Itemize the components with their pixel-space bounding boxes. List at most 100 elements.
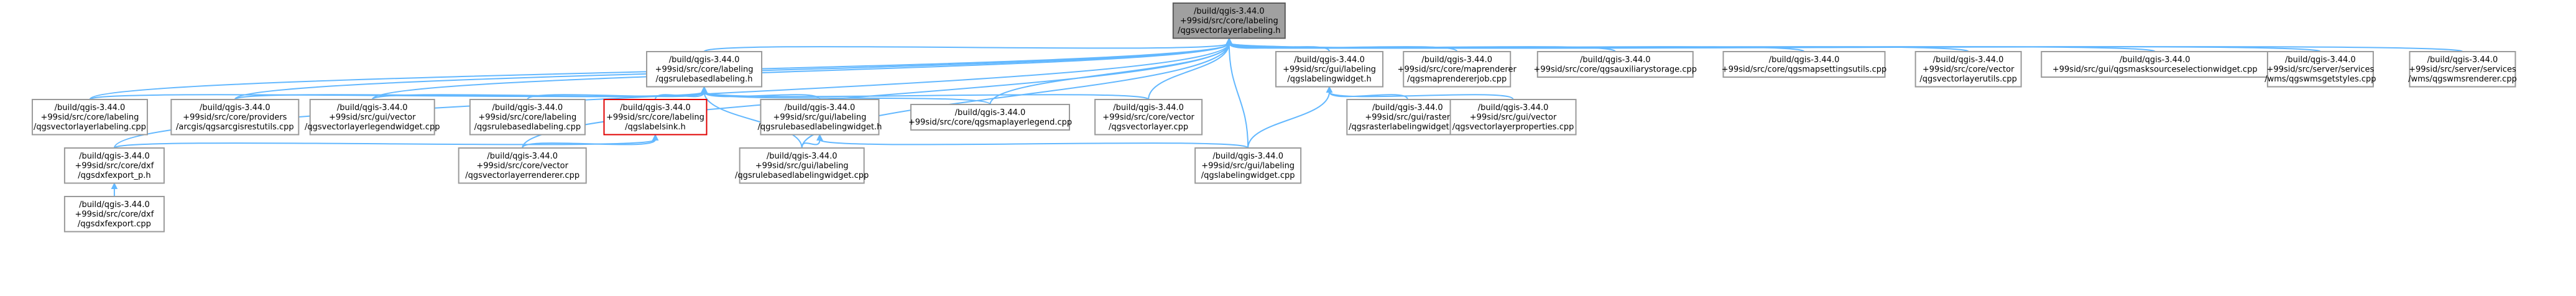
node-wmsrenderer[interactable]: /build/qgis-3.44.0+99sid/src/server/serv… bbox=[2408, 51, 2517, 88]
node-label-line: /build/qgis-3.44.0 bbox=[1769, 55, 1840, 65]
edge-line bbox=[703, 91, 991, 105]
node-box bbox=[309, 99, 435, 136]
node-label-line: /build/qgis-3.44.0 bbox=[79, 152, 150, 161]
node-label-line: /qgslabelsink.h bbox=[625, 123, 686, 132]
node-label-line: /build/qgis-3.44.0 bbox=[620, 103, 691, 113]
node-label-line: +99sid/src/core/dxf bbox=[75, 162, 154, 171]
edge-line bbox=[527, 91, 705, 100]
node-esriutils[interactable]: /build/qgis-3.44.0+99sid/src/core/provid… bbox=[170, 99, 300, 136]
node-root[interactable]: /build/qgis-3.44.0+99sid/src/core/labeli… bbox=[1172, 2, 1286, 39]
node-maprenderjob[interactable]: /build/qgis-3.44.0+99sid/src/core/mapren… bbox=[1398, 51, 1517, 88]
edge-line bbox=[819, 139, 1249, 149]
edge-line bbox=[522, 139, 656, 149]
node-label-line: +99sid/src/gui/labeling bbox=[1201, 162, 1295, 171]
node-label-line: +99sid/src/gui/raster bbox=[1365, 113, 1450, 123]
node-vllabeling[interactable]: /build/qgis-3.44.0+99sid/src/core/labeli… bbox=[31, 99, 148, 136]
node-label-line: +99sid/src/core/labeling bbox=[1180, 17, 1278, 26]
node-rblcpp[interactable]: /build/qgis-3.44.0+99sid/src/core/labeli… bbox=[469, 99, 586, 136]
node-label-line: /build/qgis-3.44.0 bbox=[200, 103, 270, 113]
edge-dxfexporth-to-labelsink bbox=[113, 134, 659, 149]
node-mapsetutils[interactable]: /build/qgis-3.44.0+99sid/src/core/qgsmap… bbox=[1722, 51, 1886, 78]
node-lblwidgetcpp[interactable]: /build/qgis-3.44.0+99sid/src/gui/labelin… bbox=[1194, 147, 1302, 184]
node-rblwidgetcpp[interactable]: /build/qgis-3.44.0+99sid/src/gui/labelin… bbox=[735, 147, 869, 184]
node-masksource[interactable]: /build/qgis-3.44.0+99sid/src/gui/qgsmask… bbox=[2041, 51, 2269, 78]
node-label-line: /qgsvectorlayerproperties.cpp bbox=[1452, 123, 1574, 132]
node-vlutils[interactable]: /build/qgis-3.44.0+99sid/src/core/vector… bbox=[1914, 51, 2022, 88]
node-label-line: /build/qgis-3.44.0 bbox=[767, 152, 838, 161]
node-box bbox=[1094, 99, 1203, 136]
edge-dxfexportcpp-to-dxfexporth bbox=[111, 182, 118, 197]
node-label-line: +99sid/src/core/labeling bbox=[478, 113, 576, 123]
node-rulebased[interactable]: /build/qgis-3.44.0+99sid/src/core/labeli… bbox=[646, 51, 763, 88]
node-box bbox=[603, 99, 708, 136]
edge-line bbox=[1228, 43, 1249, 149]
node-label-line: /qgsvectorlayerlabeling.h bbox=[1178, 26, 1280, 35]
node-box bbox=[1172, 2, 1286, 39]
node-box bbox=[31, 99, 148, 136]
node-label-line: +99sid/src/server/services bbox=[2267, 65, 2375, 75]
edge-line bbox=[113, 139, 656, 149]
node-label-line: /build/qgis-3.44.0 bbox=[1421, 55, 1492, 65]
node-label-line: /qgslabelingwidget.cpp bbox=[1201, 171, 1295, 180]
node-dxfexportcpp[interactable]: /build/qgis-3.44.0+99sid/src/core/dxf/qg… bbox=[63, 196, 165, 233]
node-label-line: /build/qgis-3.44.0 bbox=[487, 152, 558, 161]
edge-vlrenderer-to-labelsink bbox=[522, 134, 659, 149]
edge-arrowhead bbox=[816, 134, 823, 141]
edge-line bbox=[703, 91, 803, 149]
node-label-line: /build/qgis-3.44.0 bbox=[955, 108, 1026, 118]
node-label-line: /wms/qgswmsrenderer.cpp bbox=[2408, 75, 2517, 84]
node-label-line: +99sid/src/server/services bbox=[2409, 65, 2516, 75]
edge-arrowhead bbox=[1326, 86, 1333, 93]
edge-masksource-to-root bbox=[1226, 37, 2156, 52]
node-label-line: /build/qgis-3.44.0 bbox=[785, 103, 856, 113]
edge-wmsgetstyles-to-root bbox=[1226, 37, 2321, 52]
node-box bbox=[1914, 51, 2022, 88]
node-label-line: /qgsvectorlayerlabeling.cpp bbox=[34, 123, 146, 132]
node-box bbox=[1722, 51, 1886, 78]
node-label-line: /qgsrulebasedlabeling.h bbox=[656, 75, 753, 84]
node-maplegend[interactable]: /build/qgis-3.44.0+99sid/src/core/qgsmap… bbox=[908, 104, 1072, 131]
edge-arrowhead bbox=[1226, 37, 1233, 44]
node-rblwidgeth[interactable]: /build/qgis-3.44.0+99sid/src/gui/labelin… bbox=[757, 99, 882, 136]
node-rasterlbl[interactable]: /build/qgis-3.44.0+99sid/src/gui/raster/… bbox=[1346, 99, 1469, 136]
node-vlrenderer[interactable]: /build/qgis-3.44.0+99sid/src/core/vector… bbox=[458, 147, 587, 184]
node-label-line: /build/qgis-3.44.0 bbox=[79, 200, 150, 210]
node-label-line: /build/qgis-3.44.0 bbox=[2285, 55, 2356, 65]
node-legendwidget[interactable]: /build/qgis-3.44.0+99sid/src/gui/vector/… bbox=[305, 99, 440, 136]
node-label-line: /build/qgis-3.44.0 bbox=[669, 55, 740, 65]
node-label-line: /qgsrulebasedlabeling.cpp bbox=[474, 123, 581, 132]
node-label-line: /wms/qgswmsgetstyles.cpp bbox=[2264, 75, 2376, 84]
node-label-line: /build/qgis-3.44.0 bbox=[337, 103, 408, 113]
node-box bbox=[1536, 51, 1694, 78]
nodes-layer: /build/qgis-3.44.0+99sid/src/core/labeli… bbox=[31, 2, 2517, 233]
node-label-line: /qgsvectorlayerrenderer.cpp bbox=[465, 171, 579, 180]
node-label-line: +99sid/src/core/labeling bbox=[655, 65, 754, 75]
node-label-line: /build/qgis-3.44.0 bbox=[1294, 55, 1365, 65]
node-box bbox=[63, 196, 165, 233]
node-label-line: +99sid/src/core/qgsmaplayerlegend.cpp bbox=[908, 118, 1072, 127]
node-dxfexporth[interactable]: /build/qgis-3.44.0+99sid/src/core/dxf/qg… bbox=[63, 147, 165, 184]
node-auxstorage[interactable]: /build/qgis-3.44.0+99sid/src/core/qgsaux… bbox=[1534, 51, 1697, 78]
node-label-line: +99sid/src/gui/labeling bbox=[755, 162, 849, 171]
node-label-line: +99sid/src/core/maprenderer bbox=[1398, 65, 1517, 75]
node-box bbox=[1194, 147, 1302, 184]
node-box bbox=[1449, 99, 1577, 136]
node-label-line: /build/qgis-3.44.0 bbox=[492, 103, 563, 113]
node-lblwidget[interactable]: /build/qgis-3.44.0+99sid/src/gui/labelin… bbox=[1275, 51, 1384, 88]
node-label-line: +99sid/src/gui/labeling bbox=[773, 113, 867, 123]
node-label-line: /build/qgis-3.44.0 bbox=[1372, 103, 1443, 113]
node-label-line: /qgsvectorlayerutils.cpp bbox=[1919, 75, 2017, 84]
node-label-line: +99sid/src/core/dxf bbox=[75, 210, 154, 220]
edge-arrowhead bbox=[111, 182, 118, 189]
node-vectorlayer[interactable]: /build/qgis-3.44.0+99sid/src/core/vector… bbox=[1094, 99, 1203, 136]
edge-mapsetutils-to-root bbox=[1226, 37, 1805, 52]
edge-line bbox=[703, 91, 1150, 100]
edge-auxstorage-to-root bbox=[1226, 37, 1616, 52]
node-label-line: /qgsvectorlayer.cpp bbox=[1109, 123, 1188, 132]
node-wmsgetstyles[interactable]: /build/qgis-3.44.0+99sid/src/server/serv… bbox=[2264, 51, 2376, 88]
node-label-line: +99sid/src/core/vector bbox=[1102, 113, 1194, 123]
node-labelsink[interactable]: /build/qgis-3.44.0+99sid/src/core/labeli… bbox=[603, 99, 708, 136]
node-label-line: /build/qgis-3.44.0 bbox=[1113, 103, 1184, 113]
node-label-line: +99sid/src/core/qgsauxiliarystorage.cpp bbox=[1534, 65, 1697, 75]
node-vlprops[interactable]: /build/qgis-3.44.0+99sid/src/gui/vector/… bbox=[1449, 99, 1577, 136]
